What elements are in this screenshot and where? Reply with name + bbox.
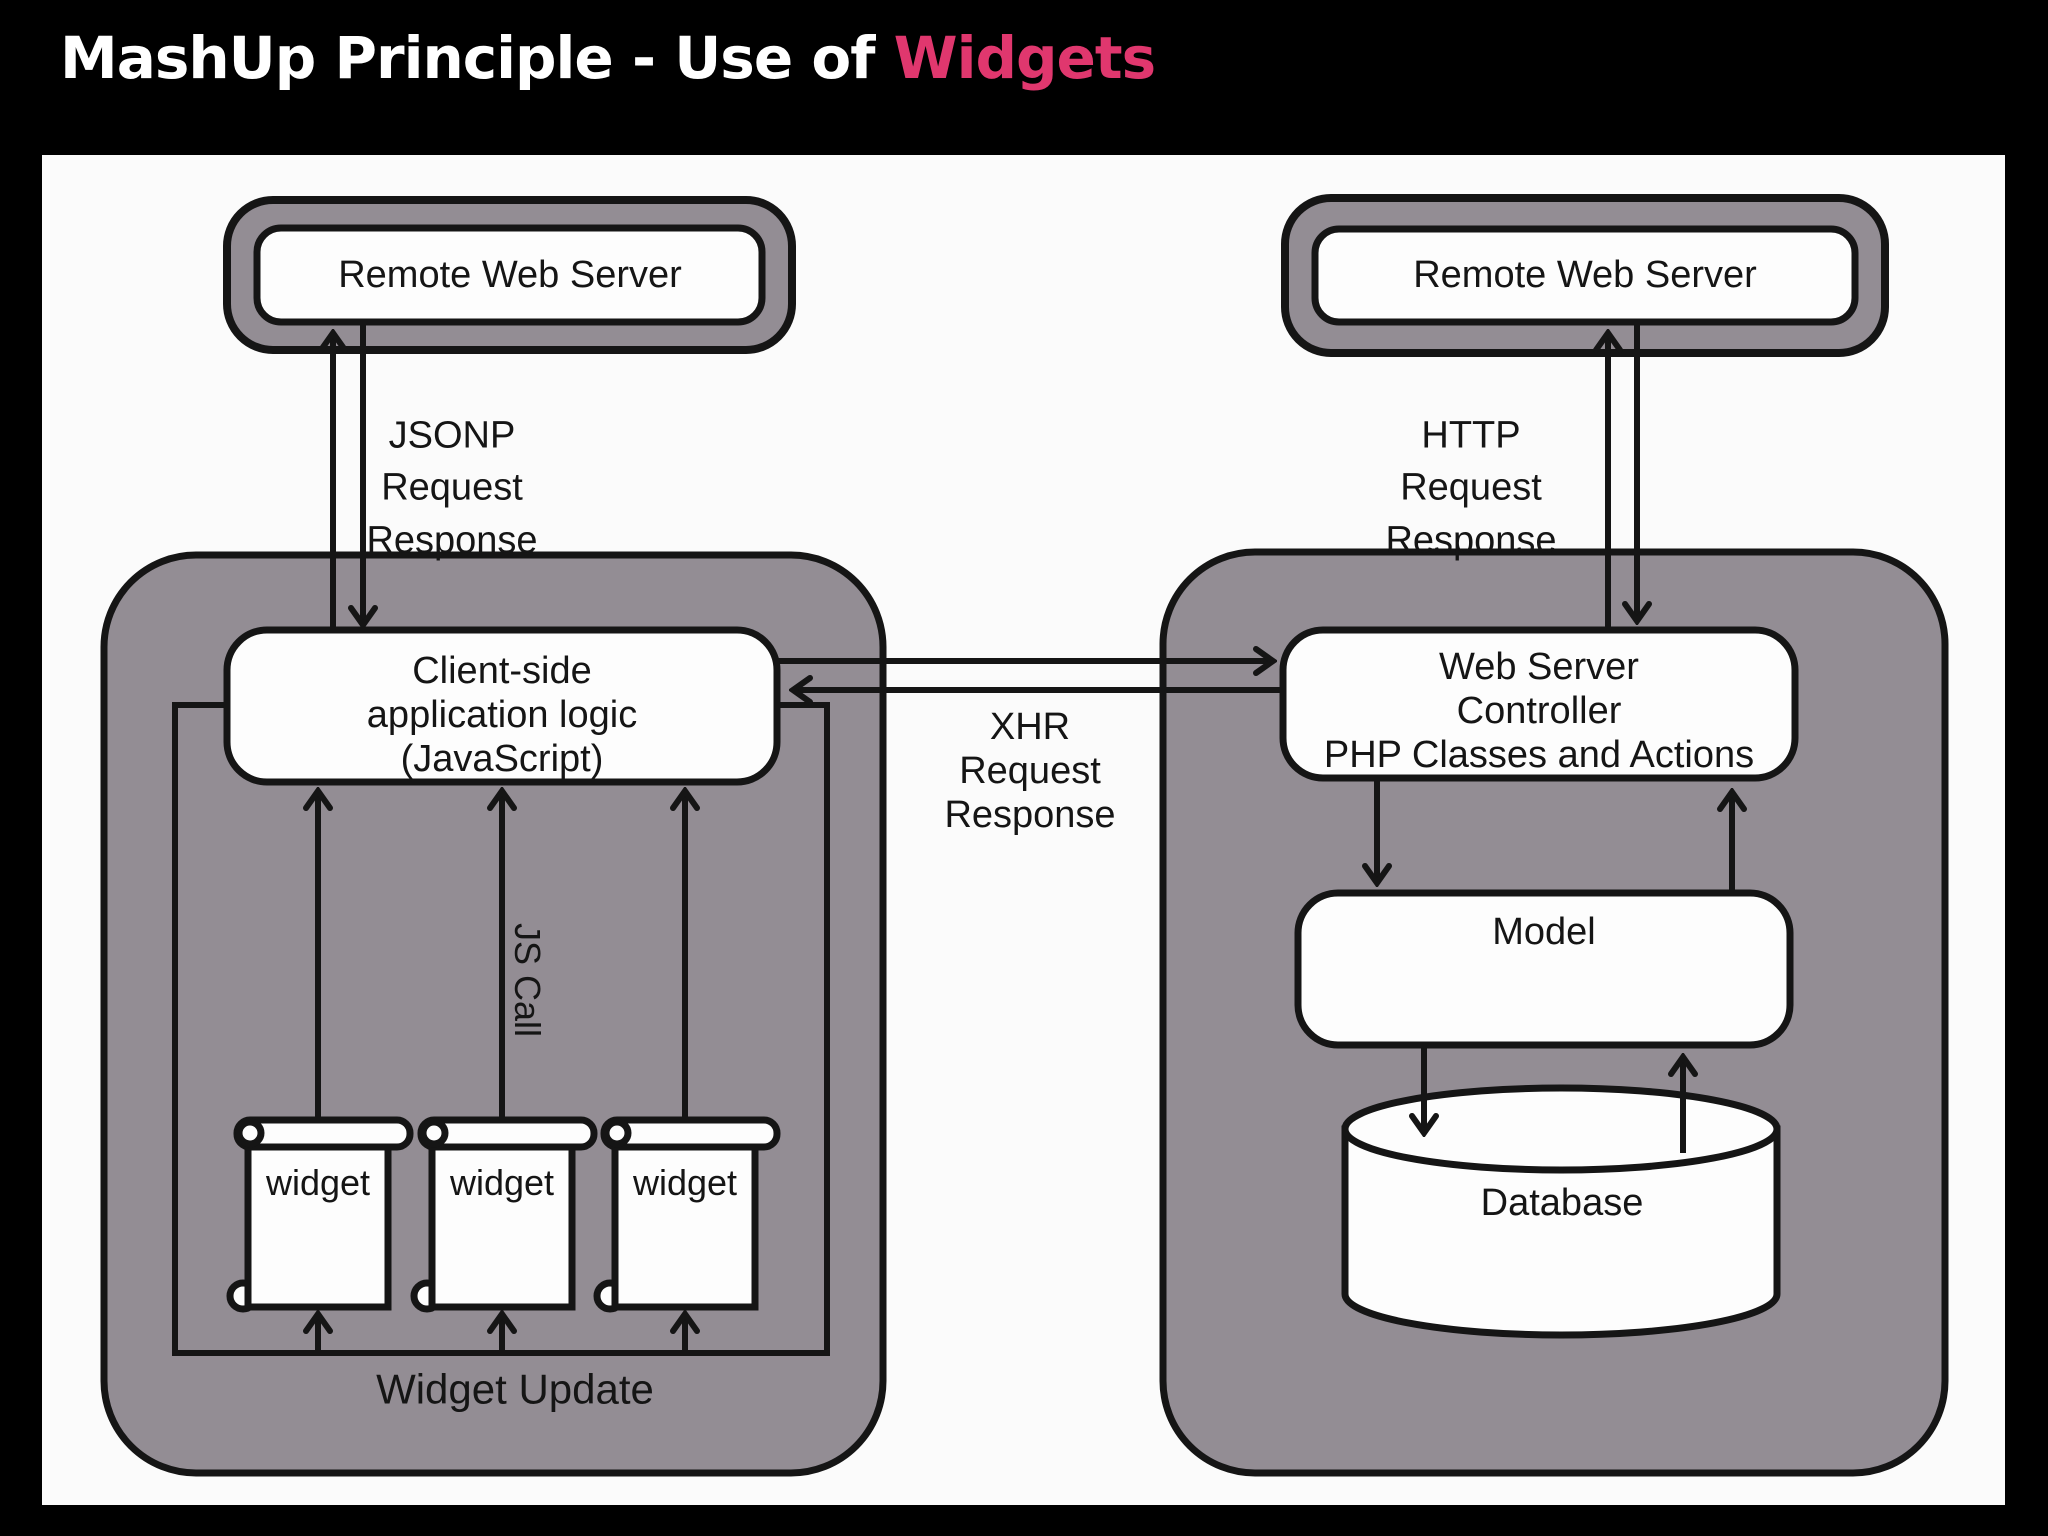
http-label: HTTP Request Response (1385, 414, 1557, 562)
widget-scroll-2 (410, 1116, 598, 1313)
web-server-controller-box (1279, 626, 1799, 782)
widget-label-1: widget (265, 1162, 371, 1204)
web-server-controller-label: Web Server Controller PHP Classes and Ac… (1323, 645, 1755, 777)
slide-title: MashUp Principle - Use of Widgets (60, 24, 1156, 92)
left-remote-web-server-box (223, 196, 796, 354)
right-remote-web-server-box (1281, 194, 1889, 357)
widget-scroll-3 (593, 1116, 781, 1313)
model-box (1294, 889, 1794, 1049)
widget-label-2: widget (449, 1162, 555, 1204)
client-logic-box (223, 626, 781, 786)
xhr-label: XHR Request Response (944, 705, 1116, 837)
database-label: Database (1480, 1181, 1644, 1224)
title-main: MashUp Principle - Use of (60, 24, 894, 92)
widget-update-label: Widget Update (376, 1365, 654, 1413)
model-label: Model (1492, 910, 1596, 953)
database-cylinder (1341, 1084, 1781, 1339)
jsonp-label: JSONP Request Response (366, 414, 538, 562)
left-remote-web-server-label: Remote Web Server (338, 253, 682, 296)
client-logic-label: Client-side application logic (JavaScrip… (366, 649, 638, 781)
right-remote-web-server-label: Remote Web Server (1413, 253, 1757, 296)
title-highlight: Widgets (893, 24, 1156, 92)
js-call-label: JS Call (506, 922, 548, 1038)
widget-scroll-1 (226, 1116, 414, 1313)
widget-label-3: widget (632, 1162, 738, 1204)
